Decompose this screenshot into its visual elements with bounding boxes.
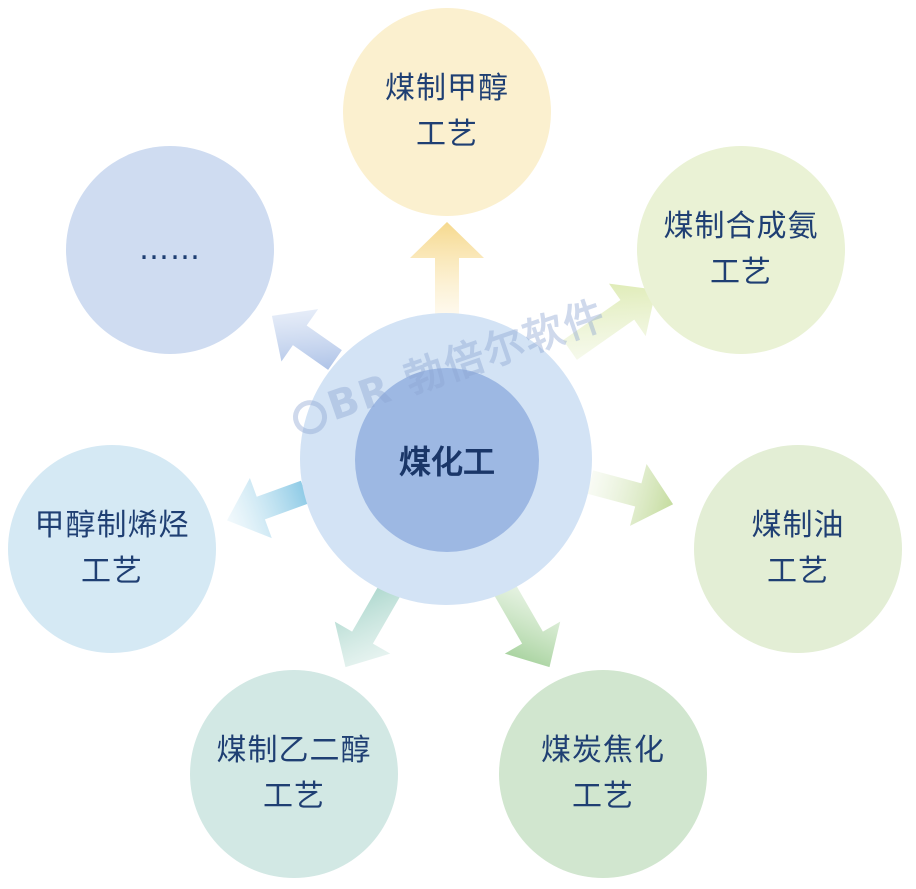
node-glycol-line1: 煤制乙二醇 <box>216 733 372 768</box>
node-glycol-line2: 工艺 <box>263 779 325 814</box>
arrow-to-oil <box>586 464 674 526</box>
node-methanol-line2: 工艺 <box>416 117 478 152</box>
node-mto: 甲醇制烯烃 工艺 <box>8 445 216 653</box>
node-coking-line1: 煤炭焦化 <box>541 733 665 768</box>
arrow-to-coking <box>494 584 561 668</box>
node-mto-line2: 工艺 <box>81 554 143 589</box>
center-label: 煤化工 <box>398 443 495 481</box>
node-oil-line1: 煤制油 <box>751 508 845 543</box>
node-ammonia: 煤制合成氨 工艺 <box>637 146 845 354</box>
node-oil-line2: 工艺 <box>767 554 829 589</box>
node-methanol-line1: 煤制甲醇 <box>385 71 509 106</box>
node-coking: 煤炭焦化 工艺 <box>499 670 707 878</box>
node-glycol: 煤制乙二醇 工艺 <box>190 670 398 878</box>
node-more: …… <box>66 146 274 354</box>
node-oil: 煤制油 工艺 <box>694 445 902 653</box>
arrow-to-ammonia <box>563 283 657 360</box>
node-ammonia-line2: 工艺 <box>710 255 772 290</box>
node-methanol: 煤制甲醇 工艺 <box>343 8 551 216</box>
node-mto-line1: 甲醇制烯烃 <box>34 508 190 543</box>
arrow-to-methanol <box>410 222 484 320</box>
center-node: 煤化工 <box>355 368 539 552</box>
arrow-to-mto <box>227 478 310 539</box>
arrow-to-glycol <box>334 584 401 668</box>
node-more-label: …… <box>139 232 201 267</box>
node-ammonia-line1: 煤制合成氨 <box>663 209 819 244</box>
arrow-to-more <box>271 309 342 370</box>
node-coking-line2: 工艺 <box>572 779 634 814</box>
